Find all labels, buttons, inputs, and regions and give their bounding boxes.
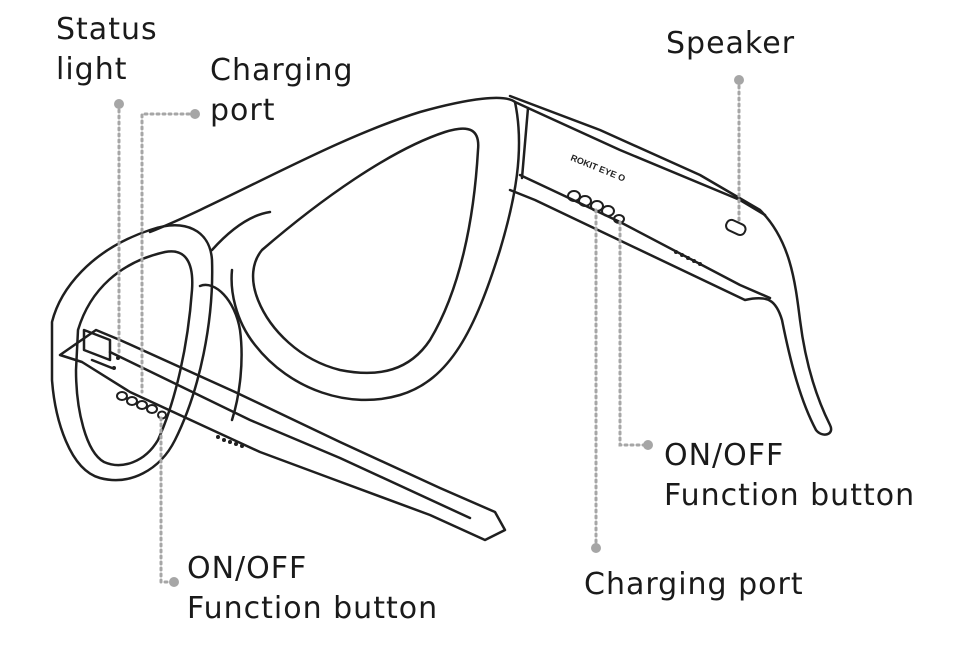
right-temple-top-edge bbox=[513, 100, 767, 217]
charging-port-label-bottom: Charging port bbox=[584, 567, 804, 602]
left-frame-outer bbox=[50, 224, 214, 482]
status-light-label: Status light bbox=[56, 12, 158, 87]
right-frame-outer bbox=[148, 96, 521, 402]
charging-port-label-top: Charging port bbox=[210, 53, 354, 128]
brand-mark: ROKIT EYE O bbox=[569, 153, 627, 184]
bridge bbox=[198, 210, 272, 422]
left-temple-arm bbox=[58, 328, 507, 542]
onoff-function-button-label-left: ON/OFF Function button bbox=[187, 551, 439, 626]
left-hinge bbox=[82, 328, 114, 370]
leader-charging-port-top bbox=[140, 112, 197, 394]
right-frame-inner bbox=[251, 127, 480, 375]
left-frame-inner bbox=[74, 250, 194, 467]
right-temple-arm bbox=[508, 94, 833, 436]
right-temple-joint bbox=[520, 106, 530, 180]
left-temple-inner-edge bbox=[108, 350, 472, 520]
speaker-label: Speaker bbox=[666, 26, 796, 61]
leader-onoff-left bbox=[159, 416, 176, 584]
onoff-function-button-label-right: ON/OFF Function button bbox=[664, 438, 916, 513]
leader-onoff-right bbox=[618, 220, 650, 447]
